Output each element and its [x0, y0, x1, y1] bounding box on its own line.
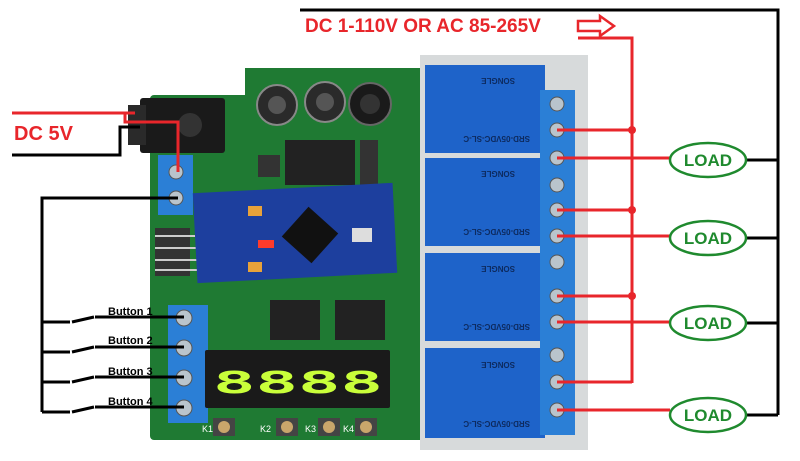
wires-red [12, 36, 670, 412]
wires-black [12, 8, 780, 417]
load-label: LOAD [684, 406, 732, 425]
power-label-ac-dc: DC 1-110V OR AC 85-265V [305, 16, 541, 37]
tactile-keys: K1 K2 K3 K4 [202, 418, 377, 436]
svg-text:SRD-05VDC-SL-C: SRD-05VDC-SL-C [463, 322, 530, 331]
button-terminal-block [168, 305, 208, 423]
load-3: LOAD [668, 304, 748, 342]
svg-text:SONGLE: SONGLE [481, 76, 515, 85]
button-label-4: Button 4 [108, 396, 153, 408]
relay-terminal-strip [540, 90, 575, 435]
svg-text:SONGLE: SONGLE [481, 360, 515, 369]
relays: SRD-05VDC-SL-C SONGLE SRD-05VDC-SL-C SON… [425, 65, 545, 438]
button-label-3: Button 3 [108, 366, 153, 378]
load-label: LOAD [684, 229, 732, 248]
driver-ics [270, 300, 385, 340]
capacitors [256, 81, 392, 126]
button-label-2: Button 2 [108, 335, 153, 347]
seven-segment-display: 8888 [205, 350, 390, 408]
key-label-k3: K3 [305, 424, 316, 434]
load-2: LOAD [668, 219, 748, 257]
load-1: LOAD [668, 141, 748, 179]
svg-text:SRD-05VDC-SL-C: SRD-05VDC-SL-C [463, 419, 530, 428]
svg-text:SONGLE: SONGLE [481, 264, 515, 273]
relay-3: SRD-05VDC-SL-C SONGLE [425, 253, 545, 341]
button-label-1: Button 1 [108, 306, 153, 318]
key-label-k4: K4 [343, 424, 354, 434]
key-label-k2: K2 [260, 424, 271, 434]
arrow-right-icon [576, 13, 617, 39]
relay-1: SRD-05VDC-SL-C SONGLE [425, 65, 545, 153]
header-pins [155, 228, 200, 276]
bus-junction-dots [628, 126, 636, 300]
display-digits: 8888 [213, 366, 383, 401]
svg-text:SONGLE: SONGLE [481, 169, 515, 178]
arduino-nano-board [192, 182, 398, 284]
load-label: LOAD [684, 314, 732, 333]
relay-4: SRD-05VDC-SL-C SONGLE [425, 348, 545, 438]
power-terminal-block [158, 155, 193, 215]
dc-jack [128, 98, 225, 153]
key-label-k1: K1 [202, 424, 213, 434]
svg-text:SRD-05VDC-SL-C: SRD-05VDC-SL-C [463, 227, 530, 236]
load-4: LOAD [668, 396, 748, 434]
relay-2: SRD-05VDC-SL-C SONGLE [425, 158, 545, 246]
load-label: LOAD [684, 151, 732, 170]
svg-text:SRD-05VDC-SL-C: SRD-05VDC-SL-C [463, 134, 530, 143]
regulator-chips [258, 140, 378, 190]
power-label-dc5v: DC 5V [14, 123, 74, 145]
